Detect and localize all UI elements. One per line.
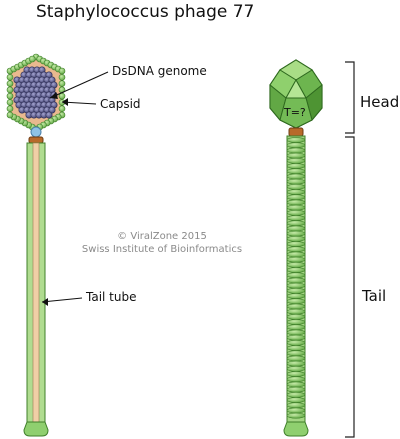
neck-collar-3d (288, 127, 304, 137)
tail-3d-rings (286, 137, 306, 419)
neck-collar (28, 136, 44, 144)
triangulation-label: T=? (284, 106, 306, 119)
tail-tube-arrow (41, 297, 83, 303)
baseplate-3d (283, 421, 309, 437)
head-label: Head (360, 93, 400, 111)
genome-label: DsDNA genome (112, 64, 207, 78)
credit-line-1: © ViralZone 2015 (117, 231, 207, 242)
tail-bracket (345, 136, 355, 438)
portal-connector (30, 126, 42, 138)
tail-tube-lumen (32, 142, 40, 423)
surface-phage (269, 59, 323, 437)
capsid-label: Capsid (100, 97, 141, 111)
tail-label: Tail (362, 287, 387, 305)
credit-line-2: Swiss Institute of Bioinformatics (81, 244, 243, 255)
diagram-title: Staphylococcus phage 77 (36, 2, 255, 22)
cross-section-phage (6, 53, 66, 437)
head-bracket (345, 61, 355, 134)
baseplate (23, 421, 49, 437)
genome-arrow (49, 71, 109, 99)
tail-tube-label: Tail tube (86, 290, 137, 304)
capsid-beads (6, 53, 66, 133)
